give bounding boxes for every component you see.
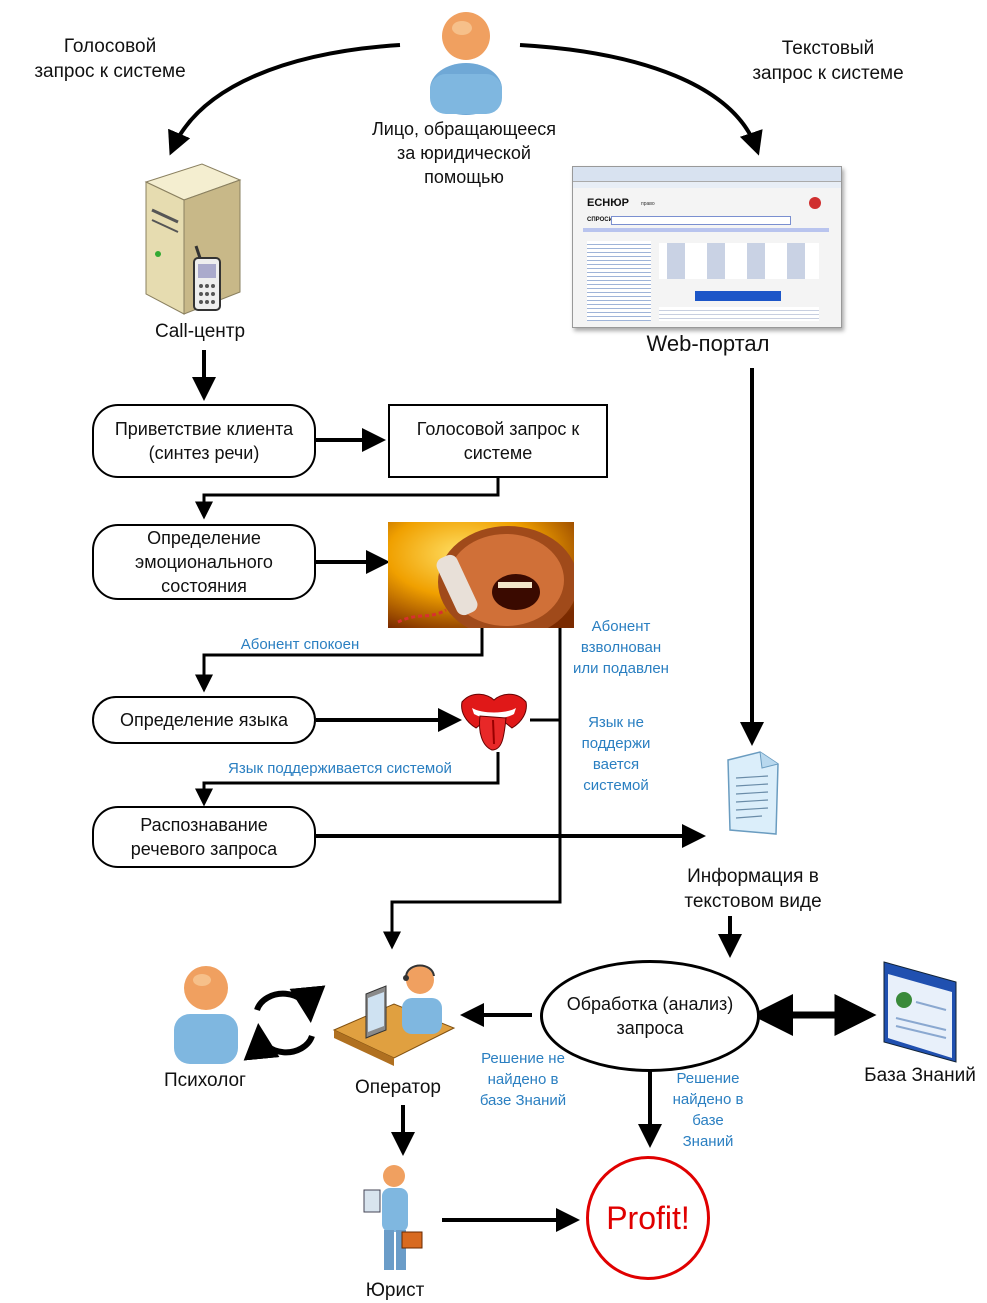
web-portal-screenshot: ЕСНЮР право СПРОСИ (572, 166, 842, 328)
agitated-label: Абонент взволнован или подавлен (573, 618, 669, 677)
arrow-text-curve (519, 43, 763, 156)
portal-nav-bar (583, 228, 829, 232)
lang-supported-label: Язык поддерживается системой (228, 760, 452, 777)
found-label: Решение найдено в базе Знаний (672, 1070, 744, 1150)
portal-brand: ЕСНЮР (587, 197, 629, 209)
client-label: Лицо, обращающееся за юридической помощь… (371, 119, 557, 187)
emotion-box: Определение эмоционального состояния (92, 524, 316, 600)
language-box: Определение языка (92, 696, 316, 744)
profit-circle: Profit! (586, 1156, 710, 1280)
processing-oval: Обработка (анализ) запроса (540, 960, 760, 1072)
portal-categories (659, 243, 819, 279)
voice-request-box: Голосовой запрос к системе (388, 404, 608, 478)
arrow-voice-curve (168, 43, 401, 156)
arrow-agitated-operator (383, 628, 562, 950)
knowledge-base-label: База Знаний (864, 1065, 976, 1086)
operator-label: Оператор (355, 1077, 441, 1098)
client-person-icon (430, 12, 502, 115)
psychologist-label: Психолог (163, 1070, 246, 1091)
portal-logo-icon (809, 197, 821, 209)
portal-banner (695, 291, 781, 301)
psychologist-person-icon (174, 966, 238, 1064)
cycle-arrow-bottom (243, 1023, 315, 1061)
operator-desk-icon (332, 964, 456, 1066)
lips-tongue-icon (461, 693, 527, 751)
browser-toolbar (573, 167, 841, 182)
arrow-lips-recognition (195, 752, 500, 807)
voice-query-label: Голосовой запрос к системе (34, 36, 186, 82)
call-center-server-icon (144, 163, 242, 315)
recognition-box: Распознавание речевого запроса (92, 806, 316, 868)
text-query-label: Текстовый запрос к системе (752, 38, 904, 84)
knowledge-base-window-icon (883, 961, 957, 1063)
web-portal-label: Web-портал (646, 331, 770, 356)
greeting-box: Приветствие клиента (синтез речи) (92, 404, 316, 478)
portal-brand-suffix: право (641, 201, 655, 207)
portal-bottom-text (659, 307, 819, 321)
not-found-label: Решение не найдено в базе Знаний (479, 1050, 567, 1109)
screaming-caller-photo (388, 522, 574, 628)
lawyer-label: Юрист (365, 1280, 425, 1301)
portal-search-label: СПРОСИ (587, 217, 613, 223)
arrow-voice-emotion (195, 478, 500, 520)
cycle-arrow-top (254, 985, 326, 1023)
lawyer-person-icon (363, 1165, 423, 1270)
document-icon (727, 751, 779, 835)
arrow-photo-language (195, 628, 484, 693)
portal-search-input (611, 216, 791, 225)
calm-label: Абонент спокоен (240, 636, 360, 653)
call-center-label: Call-центр (154, 321, 246, 342)
browser-tabs (573, 182, 841, 188)
text-info-label: Информация в текстовом виде (684, 866, 822, 912)
lang-not-supported-label: Язык не поддержи вается системой (581, 714, 651, 794)
portal-left-column (587, 241, 651, 321)
